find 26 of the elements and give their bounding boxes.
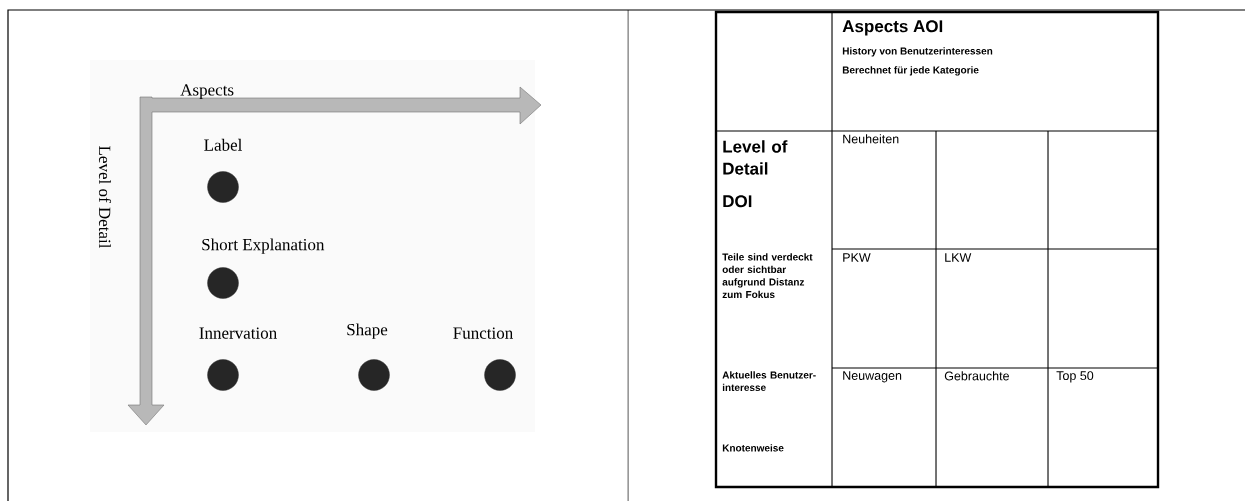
- table-note: Aktuelles Benutzer-interesse: [722, 371, 816, 392]
- dot-label: Shape: [347, 323, 388, 339]
- table-note: History von Benutzerinteressen: [842, 47, 993, 57]
- cell-text: Neuheiten: [843, 134, 899, 144]
- dot-label: Function: [453, 327, 513, 339]
- cell-text: PKW: [843, 253, 871, 262]
- dot: [207, 267, 239, 299]
- table-note: Knotenweise: [722, 444, 784, 452]
- table-heading: DOI: [723, 195, 752, 208]
- axis-label: Level of Detail: [98, 146, 112, 249]
- table-heading: Level of Detail: [723, 140, 788, 175]
- table-heading: Aspects AOI: [842, 20, 943, 36]
- cell-text: LKW: [945, 253, 972, 262]
- cell-text: Top 50: [1056, 371, 1094, 383]
- table-note: Teile sind verdeckt oder sichtbar aufgrund Distanz zum Fokus: [722, 253, 813, 299]
- dot-label: Short Explanation: [202, 238, 325, 254]
- dot: [207, 359, 239, 391]
- dot: [484, 359, 516, 391]
- cell-text: Gebrauchte: [944, 371, 1009, 381]
- dot: [358, 359, 390, 391]
- dot-label: Innervation: [199, 327, 277, 339]
- dot: [207, 171, 239, 203]
- dot-label: Label: [204, 138, 242, 151]
- axis-label: Aspects: [180, 84, 234, 100]
- table-note: Berechnet für jede Kategorie: [842, 66, 979, 76]
- cell-text: Neuwagen: [843, 371, 902, 383]
